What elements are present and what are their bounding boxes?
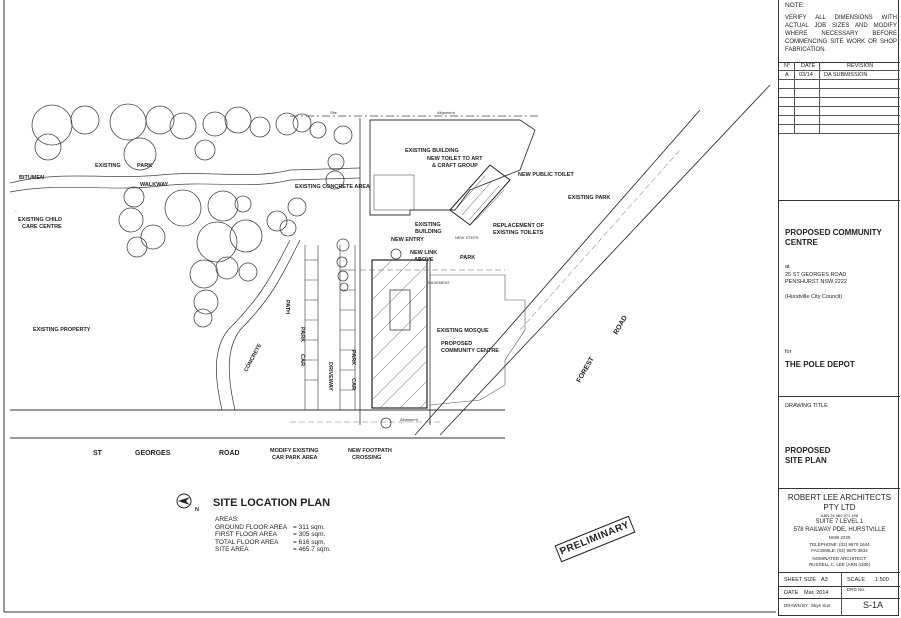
svg-text:CARE CENTRE: CARE CENTRE: [22, 224, 62, 230]
title-block: NOTE: VERIFY ALL DIMENSIONS WITH ACTUAL …: [778, 0, 900, 616]
svg-text:NEW PUBLIC TOILET: NEW PUBLIC TOILET: [518, 172, 574, 178]
drawing-title-1: PROPOSED: [785, 446, 831, 455]
revision-table: N° DATE REVISION A 03/14 DA SUBMISSION: [779, 62, 900, 136]
drawn-by-label: DRAWN BY: [784, 603, 809, 608]
svg-text:COMMUNITY CENTRE: COMMUNITY CENTRE: [441, 348, 499, 354]
sheet-size-value: A3: [821, 577, 828, 583]
revision-row: A 03/14 DA SUBMISSION: [779, 71, 900, 80]
firm-name-1: ROBERT LEE ARCHITECTS: [787, 493, 892, 502]
drawing-title-2: SITE PLAN: [785, 456, 827, 465]
svg-text:NEW FOOTPATH: NEW FOOTPATH: [348, 448, 392, 454]
car-park: [304, 245, 356, 410]
svg-text:EXISTING CONCRETE AREA: EXISTING CONCRETE AREA: [295, 184, 370, 190]
svg-text:CONCRETE: CONCRETE: [243, 343, 263, 373]
svg-text:Site: Site: [330, 110, 338, 115]
area-row: SITE AREA= 465.7 sqm.: [215, 546, 331, 553]
svg-text:NEW LINK: NEW LINK: [410, 250, 437, 256]
svg-text:NEW TOILET TO ART: NEW TOILET TO ART: [427, 156, 483, 162]
address-line-1: 25 ST GEORGES ROAD: [785, 272, 847, 278]
project-title-2: CENTRE: [785, 238, 818, 247]
svg-text:NEW STEPS: NEW STEPS: [455, 235, 479, 240]
svg-text:CAR: CAR: [299, 354, 305, 366]
svg-text:ROAD: ROAD: [219, 450, 240, 457]
svg-text:& CRAFT GROUP: & CRAFT GROUP: [432, 163, 478, 169]
firm-facsimile: FACSIMILE: (02) 9570 3634: [811, 548, 868, 553]
drawn-by-value: Skye Sun: [811, 603, 831, 608]
svg-text:CAR PARK AREA: CAR PARK AREA: [272, 455, 318, 461]
svg-text:PROPOSED: PROPOSED: [441, 341, 472, 347]
svg-text:←: ←: [14, 208, 18, 213]
tree-cluster: [31, 103, 402, 429]
area-row: FIRST FLOOR AREA= 305 sqm.: [215, 531, 326, 538]
note-text: VERIFY ALL DIMENSIONS WITH ACTUAL JOB SI…: [785, 15, 897, 53]
svg-text:EXISTING CHILD: EXISTING CHILD: [18, 217, 62, 223]
project-title-1: PROPOSED COMMUNITY: [785, 228, 882, 237]
svg-text:REPLACEMENT OF: REPLACEMENT OF: [493, 223, 545, 229]
for-label: for: [785, 349, 792, 355]
svg-text:GEORGES: GEORGES: [135, 450, 171, 457]
sheet-size-label: SHEET SIZE: [784, 577, 816, 583]
areas-label: AREAS:: [215, 516, 239, 523]
svg-text:MODIFY EXISTING: MODIFY EXISTING: [270, 448, 319, 454]
svg-text:EXISTING BUILDING: EXISTING BUILDING: [405, 148, 459, 154]
date-label: DATE: [784, 590, 799, 596]
note-heading: NOTE:: [785, 2, 805, 9]
date-value: Mar, 2014: [804, 590, 829, 596]
svg-text:CROSSING: CROSSING: [352, 455, 381, 461]
svg-text:ABOVE: ABOVE: [414, 257, 434, 263]
address-line-2: PENSHURST NSW 2222: [785, 279, 847, 285]
new-toilet-block: [449, 164, 511, 226]
svg-text:ROAD: ROAD: [613, 315, 629, 336]
svg-text:EXISTING MOSQUE: EXISTING MOSQUE: [437, 328, 489, 334]
svg-text:PATH: PATH: [284, 300, 290, 314]
drg-no-label: DRG No.: [847, 587, 866, 592]
site-plan-drawing: EXISTING PARK BITUMEN WALKWAY ← EXISTING…: [3, 0, 776, 613]
client-name: THE POLE DEPOT: [785, 360, 855, 369]
svg-text:EXISTING: EXISTING: [95, 163, 121, 169]
firm-abn: ABN 26 080 971 498: [820, 513, 859, 518]
svg-text:Alignment: Alignment: [400, 417, 419, 422]
svg-text:PARK: PARK: [299, 327, 305, 342]
svg-text:FOREST: FOREST: [576, 355, 597, 384]
svg-text:BITUMEN: BITUMEN: [19, 175, 44, 181]
areas-table: AREAS: GROUND FLOOR AREA= 311 sqm. FIRST…: [215, 516, 331, 554]
svg-text:EASEMENT: EASEMENT: [428, 280, 451, 285]
scale-value: 1:500: [875, 577, 889, 583]
nominated-architect: RUSSELL C. LEE (ARN 4180): [809, 562, 870, 567]
nominated-architect-label: NOMINATED ARCHITECT:: [812, 556, 867, 561]
svg-text:PARK: PARK: [137, 163, 152, 169]
svg-text:DRIVEWAY: DRIVEWAY: [327, 362, 333, 391]
svg-text:EXISTING PROPERTY: EXISTING PROPERTY: [33, 327, 91, 333]
proposed-community-centre: [371, 259, 428, 409]
svg-text:PARK: PARK: [350, 350, 356, 365]
svg-text:CAR: CAR: [350, 378, 356, 390]
svg-text:NEW ENTRY: NEW ENTRY: [391, 237, 424, 243]
svg-text:WALKWAY: WALKWAY: [140, 182, 169, 188]
revision-header: N° DATE REVISION: [779, 62, 900, 71]
scale-label: SCALE: [847, 577, 866, 583]
svg-text:PARK: PARK: [460, 255, 475, 261]
firm-address-3: NSW 2220: [828, 535, 851, 540]
plan-labels: EXISTING PARK BITUMEN WALKWAY ← EXISTING…: [14, 110, 629, 461]
drawing-title-label: DRAWING TITLE: [785, 403, 828, 409]
area-row: TOTAL FLOOR AREA= 616 sqm.: [215, 538, 326, 546]
firm-telephone: TELEPHONE: (02) 9570 1644: [809, 542, 870, 547]
firm-address-1: SUITE 7 LEVEL 1: [815, 519, 864, 525]
at-label: at: [785, 264, 790, 270]
council: (Hurstville City Council): [785, 294, 843, 300]
svg-text:EXISTING PARK: EXISTING PARK: [568, 195, 610, 201]
svg-text:Alignment: Alignment: [437, 110, 456, 115]
drawing-number: S-1A: [863, 600, 884, 610]
firm-address-2: 578 RAILWAY PDE, HURSTVILLE: [793, 527, 886, 533]
svg-text:EXISTING TOILETS: EXISTING TOILETS: [493, 230, 544, 236]
svg-text:EXISTING: EXISTING: [415, 222, 441, 228]
svg-text:BUILDING: BUILDING: [415, 229, 442, 235]
svg-text:N: N: [195, 507, 199, 513]
area-row: GROUND FLOOR AREA= 311 sqm.: [215, 523, 325, 531]
svg-text:ST: ST: [93, 450, 103, 457]
north-arrow-icon: N: [176, 493, 199, 513]
legend-title: SITE LOCATION PLAN: [213, 497, 331, 509]
firm-name-2: PTY LTD: [823, 503, 856, 512]
